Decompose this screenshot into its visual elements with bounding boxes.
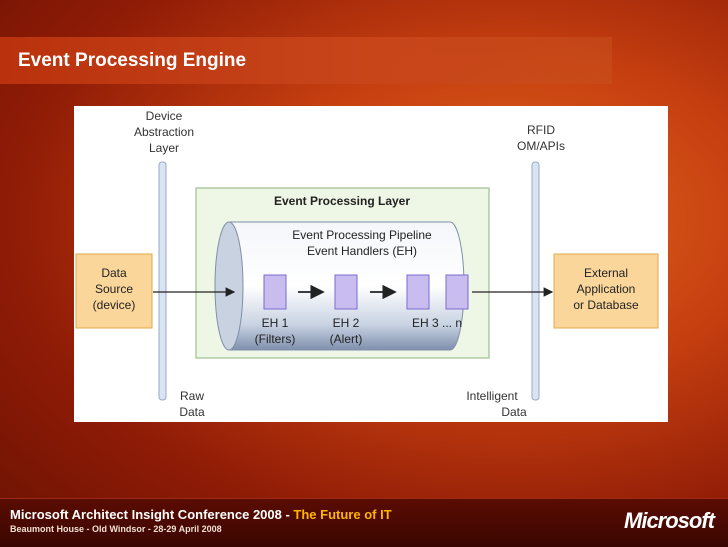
rfid-label-2: OM/APIs — [517, 139, 565, 153]
eh2-block — [334, 274, 358, 310]
eh3-name: EH 3 ... n — [412, 316, 462, 330]
data-source-label-1: Data — [101, 266, 127, 280]
raw-data-label-1: Raw — [180, 389, 204, 403]
data-source-label-2: Source — [95, 282, 133, 296]
rfid-label-1: RFID — [527, 123, 555, 137]
external-label-2: Application — [577, 282, 636, 296]
raw-data-label-2: Data — [179, 405, 205, 419]
eh2-name: EH 2 — [333, 316, 360, 330]
eh1-role: (Filters) — [255, 332, 296, 346]
data-source-box — [75, 253, 153, 329]
intelligent-data-label-2: Data — [501, 405, 527, 419]
conference-venue: Beaumont House - Old Windsor - 28-29 Apr… — [10, 524, 222, 534]
title-bar — [0, 37, 612, 84]
eh1-name: EH 1 — [262, 316, 289, 330]
architecture-diagram: Device Abstraction Layer RFID OM/APIs Ev… — [74, 106, 668, 422]
eh3-block — [406, 274, 430, 310]
slide-title: Event Processing Engine — [18, 50, 247, 71]
intelligent-data-label-1: Intelligent — [466, 389, 518, 403]
conference-title: Microsoft Architect Insight Conference 2… — [10, 507, 392, 522]
eh1-block — [263, 274, 287, 310]
device-abstraction-rail — [158, 161, 167, 401]
external-app-box — [553, 253, 659, 329]
pipeline-subtitle: Event Handlers (EH) — [307, 244, 417, 258]
event-processing-layer-title: Event Processing Layer — [274, 194, 410, 208]
rfid-om-rail — [531, 161, 540, 401]
conference-name: Microsoft Architect Insight Conference 2… — [10, 507, 294, 522]
external-label-1: External — [584, 266, 628, 280]
data-source-label-3: (device) — [93, 298, 136, 312]
pipeline-title: Event Processing Pipeline — [292, 228, 432, 242]
footer-bar — [0, 498, 728, 547]
device-layer-label-1: Device — [146, 109, 183, 123]
external-label-3: or Database — [573, 298, 639, 312]
eh2-role: (Alert) — [330, 332, 363, 346]
microsoft-logo: Microsoft — [624, 508, 715, 533]
pipeline-cylinder-mouth — [214, 221, 244, 351]
diagram-canvas: Device Abstraction Layer RFID OM/APIs Ev… — [75, 109, 659, 419]
ehn-block — [445, 274, 469, 310]
device-layer-label-3: Layer — [149, 141, 179, 155]
device-layer-label-2: Abstraction — [134, 125, 194, 139]
conference-tagline: The Future of IT — [293, 507, 392, 522]
